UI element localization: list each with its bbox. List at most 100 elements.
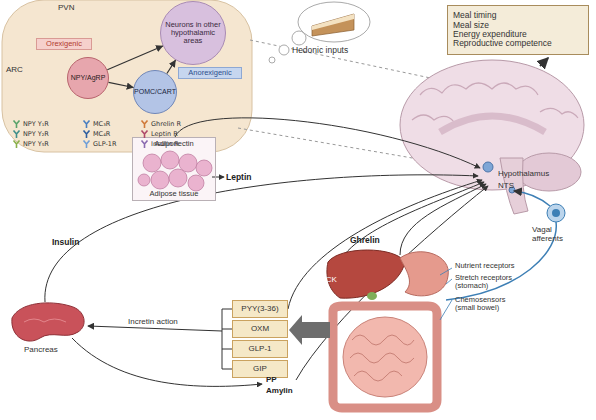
zoom-line [250,40,440,80]
legend-item: Insulin R [140,140,179,148]
receptor-label: Chemosensors (small bowel) [455,296,527,313]
leptin-arrow [212,177,224,178]
legend-text: Leptin R [151,130,178,138]
brain-gyri [412,115,454,122]
node-text: Neurons in other hypothalamic areas [164,21,222,46]
receptor-symbol [142,131,148,139]
hormone-line [288,180,482,309]
node-text: GIP [253,365,267,374]
hormone-label: CCK [320,276,337,285]
receptor-label: Nutrient receptors [455,262,545,270]
node-text: Anorexigenic [188,69,231,77]
node-text: OXM [251,325,269,334]
secretion-arrow [289,315,330,345]
node-text: Energy expenditure [453,30,527,39]
leptin-line [175,118,480,168]
vagal-ganglion [547,204,565,222]
brain-gyri [420,83,538,95]
receptor-icon [12,120,21,128]
hormone-box: PYY(3-36) [232,300,288,318]
node-text: Orexigenic [46,40,82,48]
hormone-box: GLP-1 [232,340,288,358]
adipocyte [151,171,169,189]
connector-arrow [109,82,134,87]
legend-item: GLP-1R [82,140,116,148]
legend-item: MC₃R [82,120,110,128]
adipocytes [138,151,212,191]
brain-region-label: NTS [498,182,514,191]
node-shape [68,58,109,99]
legend-text: NPY Y₅R [23,140,49,148]
thought-bubble [269,57,275,63]
receptor-icon [82,130,91,138]
region-label: ARC [6,66,23,75]
receptor-symbol [84,141,90,149]
node-text: Reproductive competence [453,39,552,48]
receptor-symbol [84,131,90,139]
brain-region-label: Hypothalamus [498,170,549,179]
receptor-symbol [14,121,20,129]
process-label: Incretin action [128,318,178,327]
legend-text: Ghrelin R [151,120,181,128]
adipocyte [179,154,197,172]
orexigenic-tag: Orexigenic [36,38,92,50]
incretin-arrow [88,326,222,331]
hormone-label: Leptin [226,173,252,182]
receptor-symbol [14,141,20,149]
node-shape [161,2,226,65]
receptor-symbol [142,141,148,149]
receptor-icon [82,140,91,148]
legend-text: MC₃R [93,120,110,128]
legend-text: NPY Y₂R [23,130,49,138]
stomach [400,252,448,296]
legend-item: NPY Y₅R [12,140,49,148]
legend-item: Leptin R [140,130,178,138]
input-label: Hedonic inputs [292,46,348,55]
adipocyte [143,154,161,172]
node-shape [134,71,177,114]
node-text: Meal timing [453,11,496,20]
output-box: Meal timingMeal sizeEnergy expenditureRe… [447,5,589,55]
receptor-label: Stretch receptors (stomach) [455,274,527,291]
hypothalamus-marker [483,162,493,172]
receptor-icon [82,120,91,128]
gallbladder [367,292,377,300]
cake-icing [312,14,354,30]
receptor-icon [12,130,21,138]
node-text: Adipose tissue [150,190,199,198]
hormone-label: PP [266,376,277,385]
node-text: POMC/CART [134,88,176,96]
receptor-symbol [14,131,20,139]
hormone-box: OXM [232,320,288,338]
neuron-group: Neurons in other hypothalamic areas [160,1,226,65]
legend-item: MC₄R [82,130,110,138]
small-intestine [343,317,427,397]
output-arrow [540,58,548,66]
legend-text: MC₄R [93,130,110,138]
adipocyte [138,174,150,186]
vagal-ganglion [552,209,560,217]
receptor-symbol [142,121,148,129]
receptor-icon [140,140,149,148]
hormone-label: Amylin [266,387,293,396]
pancreas-texture [24,319,66,322]
pancreas-organ [12,303,84,341]
legend-text: GLP-1R [93,140,116,148]
neuron-circle: NPY/AgRP [67,57,109,99]
node-text: PYY(3-36) [241,305,278,314]
anorexigenic-tag: Anorexigenic [178,67,242,79]
intestine-loops [350,335,414,381]
adipocyte [161,151,179,169]
adipocyte [188,175,204,191]
brain-gyri [540,108,578,118]
nerve-label: Vagal afferents [532,226,582,244]
adipocyte [196,160,212,176]
liver [327,250,405,298]
node-text: GLP-1 [248,345,271,354]
insulin-line [45,175,478,302]
thought-bubble [279,45,289,55]
